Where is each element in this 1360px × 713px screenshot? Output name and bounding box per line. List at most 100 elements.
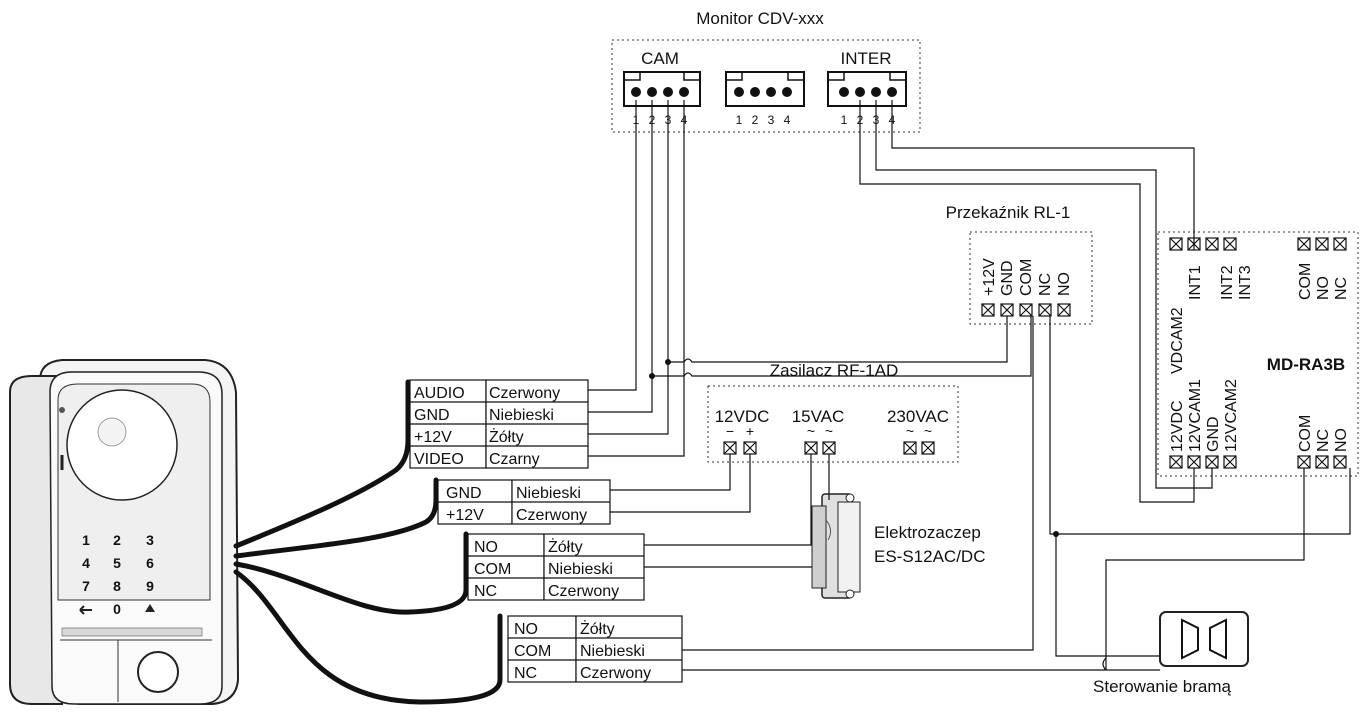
monitor-block: Monitor CDV-xxx CAM INTER 1 2 3 4 1 2 3 bbox=[611, 9, 921, 133]
gate-label: Sterowanie bramą bbox=[1093, 677, 1232, 696]
video-row-1-color: Czerwony bbox=[489, 385, 560, 402]
keypad: 1 2 3 4 5 6 7 8 9 0 bbox=[79, 532, 155, 617]
inter-connector bbox=[827, 71, 907, 107]
md-top-vdcam2: VDCAM2 bbox=[1169, 307, 1186, 374]
cable-video-table: AUDIO Czerwony GND Niebieski +12V Żółty … bbox=[409, 379, 589, 469]
md-bot-gnd: GND bbox=[1205, 416, 1222, 452]
md-bot-nc: NC bbox=[1315, 429, 1332, 452]
power-row-2-signal: +12V bbox=[446, 507, 484, 524]
key-2: 2 bbox=[113, 532, 121, 548]
md-top-int2: INT2 bbox=[1219, 265, 1236, 300]
wires bbox=[588, 100, 1351, 671]
relay-term-com: COM bbox=[1018, 259, 1035, 296]
middle-connector bbox=[725, 71, 805, 107]
video-row-2-signal: GND bbox=[414, 407, 450, 424]
psu-title: Zasilacz RF-1AD bbox=[770, 361, 898, 380]
cables bbox=[233, 379, 503, 705]
mid-pin-3: 3 bbox=[768, 113, 775, 127]
cable-relay2-table: NO Żółty COM Niebieski NC Czerwony bbox=[507, 615, 683, 683]
key-1: 1 bbox=[82, 532, 90, 548]
relay-block: Przekaźnik RL-1 +12V GND COM NC NO bbox=[946, 203, 1093, 325]
md-bot-12vcam1: 12VCAM1 bbox=[1187, 379, 1204, 452]
relay2-row-3-signal: NC bbox=[514, 665, 537, 682]
relay1-row-3-signal: NC bbox=[474, 583, 497, 600]
psu-plus: + bbox=[746, 423, 754, 439]
key-7: 7 bbox=[82, 578, 90, 594]
mid-pin-2: 2 bbox=[752, 113, 759, 127]
power-row-2-color: Czerwony bbox=[516, 507, 587, 524]
video-row-1-signal: AUDIO bbox=[414, 385, 465, 402]
mid-pin-4: 4 bbox=[784, 113, 791, 127]
relay-term-gnd: GND bbox=[999, 260, 1016, 296]
psu-230vac: 230VAC bbox=[887, 407, 949, 426]
relay2-row-2-signal: COM bbox=[514, 643, 551, 660]
video-row-2-color: Niebieski bbox=[489, 407, 554, 424]
psu-ac-out-2: ~ bbox=[825, 423, 833, 439]
md-bottom-screw-terminals bbox=[1169, 455, 1347, 469]
psu-12vdc: 12VDC bbox=[715, 407, 770, 426]
inter-pin-1: 1 bbox=[841, 113, 848, 127]
cam-label: CAM bbox=[641, 49, 679, 68]
electric-strike: Elektrozaczep ES-S12AC/DC bbox=[811, 493, 985, 599]
md-top-int1: INT1 bbox=[1187, 265, 1204, 300]
key-0: 0 bbox=[113, 601, 121, 617]
key-3: 3 bbox=[146, 532, 154, 548]
psu-ac-in-2: ~ bbox=[924, 423, 932, 439]
md-top-com: COM bbox=[1297, 263, 1314, 300]
psu-ac-out-1: ~ bbox=[807, 423, 815, 439]
relay-term-nc: NC bbox=[1037, 273, 1054, 296]
strike-model: ES-S12AC/DC bbox=[874, 547, 985, 566]
camera-lens-icon bbox=[66, 389, 178, 501]
relay-screw-terminals bbox=[981, 303, 1071, 317]
key-8: 8 bbox=[113, 578, 121, 594]
md-top-no: NO bbox=[1315, 276, 1332, 300]
relay-title: Przekaźnik RL-1 bbox=[946, 203, 1071, 222]
video-row-4-signal: VIDEO bbox=[414, 451, 464, 468]
psu-screw-terminals bbox=[723, 441, 935, 455]
gate-control: Sterowanie bramą bbox=[1093, 611, 1249, 696]
relay2-row-1-color: Żółty bbox=[580, 619, 615, 638]
relay1-row-1-color: Żółty bbox=[548, 537, 583, 556]
key-4: 4 bbox=[82, 555, 90, 571]
md-ra3b-block: MD-RA3B VDCAM2 INT1 INT2 INT3 COM NO NC … bbox=[1157, 231, 1359, 477]
key-9: 9 bbox=[146, 578, 154, 594]
monitor-title: Monitor CDV-xxx bbox=[696, 9, 824, 28]
mid-pin-1: 1 bbox=[736, 113, 743, 127]
key-back-icon bbox=[79, 605, 92, 615]
relay2-row-1-signal: NO bbox=[514, 621, 538, 638]
psu-minus: − bbox=[726, 423, 734, 439]
video-row-3-signal: +12V bbox=[414, 429, 452, 446]
card-reader-icon bbox=[137, 651, 179, 693]
key-5: 5 bbox=[113, 555, 121, 571]
psu-15vac: 15VAC bbox=[792, 407, 845, 426]
relay1-row-2-signal: COM bbox=[474, 561, 511, 578]
power-supply-block: Zasilacz RF-1AD 12VDC 15VAC 230VAC − + ~… bbox=[707, 361, 959, 463]
relay1-row-1-signal: NO bbox=[474, 539, 498, 556]
md-top-screw-terminals bbox=[1169, 237, 1347, 251]
relay-term-12v: +12V bbox=[981, 258, 998, 296]
strike-name: Elektrozaczep bbox=[874, 523, 981, 542]
power-row-1-signal: GND bbox=[446, 485, 482, 502]
cable-relay1-table: NO Żółty COM Niebieski NC Czerwony bbox=[467, 533, 645, 601]
md-bot-com: COM bbox=[1297, 415, 1314, 452]
relay2-row-3-color: Czerwony bbox=[580, 665, 651, 682]
relay-term-no: NO bbox=[1056, 272, 1073, 296]
md-bot-12vcam2: 12VCAM2 bbox=[1223, 379, 1240, 452]
key-bell-icon bbox=[145, 604, 155, 612]
key-6: 6 bbox=[146, 555, 154, 571]
video-row-3-color: Żółty bbox=[489, 427, 524, 446]
relay1-row-2-color: Niebieski bbox=[548, 561, 613, 578]
relay2-row-2-color: Niebieski bbox=[580, 643, 645, 660]
door-station: 1 2 3 4 5 6 7 8 9 0 bbox=[9, 359, 240, 705]
md-top-nc: NC bbox=[1333, 277, 1350, 300]
psu-ac-in-1: ~ bbox=[906, 423, 914, 439]
md-bot-no: NO bbox=[1333, 428, 1350, 452]
cable-power-table: GND Niebieski +12V Czerwony bbox=[437, 479, 611, 525]
inter-label: INTER bbox=[841, 49, 892, 68]
md-bot-12vdc: 12VDC bbox=[1169, 400, 1186, 452]
gate-icon bbox=[1181, 618, 1227, 660]
md-title: MD-RA3B bbox=[1267, 355, 1345, 374]
cam-connector bbox=[623, 71, 701, 107]
video-row-4-color: Czarny bbox=[489, 451, 540, 468]
